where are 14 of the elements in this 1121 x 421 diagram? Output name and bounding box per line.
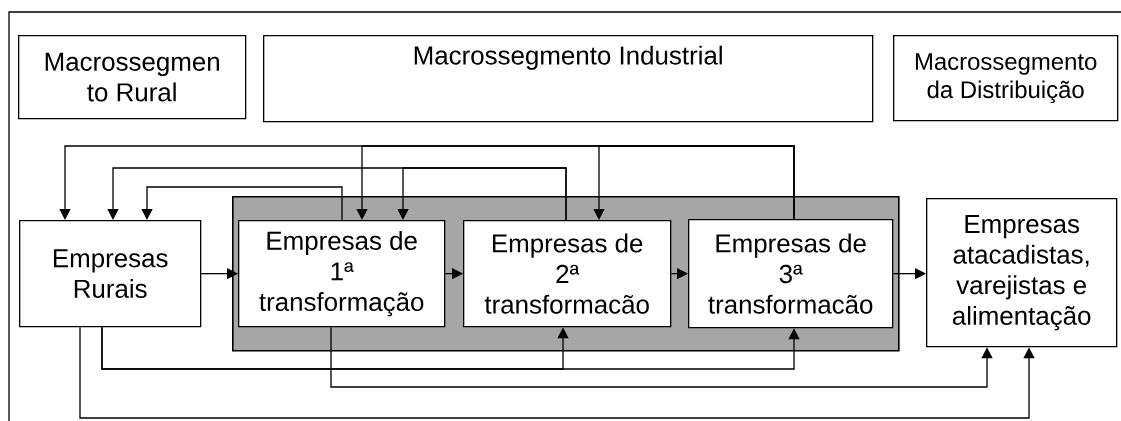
arrow [101, 326, 800, 370]
arrow [141, 186, 343, 221]
segment-box: Macrossegmento da Distribuição [893, 35, 1119, 122]
arrow [397, 167, 567, 221]
segment-box: Macrossegmento Industrial [263, 35, 874, 123]
process-box: Empresas atacadistas, varejistas e alimentação [926, 198, 1118, 348]
process-box: Empresas de 3ª transformacão [688, 219, 894, 329]
segment-box: Macrossegmen to Rural [18, 35, 247, 120]
arrow [79, 326, 1035, 419]
process-box: Empresas Rurais [19, 220, 202, 328]
arrow [330, 326, 993, 388]
arrow [593, 145, 795, 220]
process-box: Empresas de 1ª transformação [238, 220, 446, 328]
process-box: Empresas de 2ª transformacão [463, 220, 672, 328]
